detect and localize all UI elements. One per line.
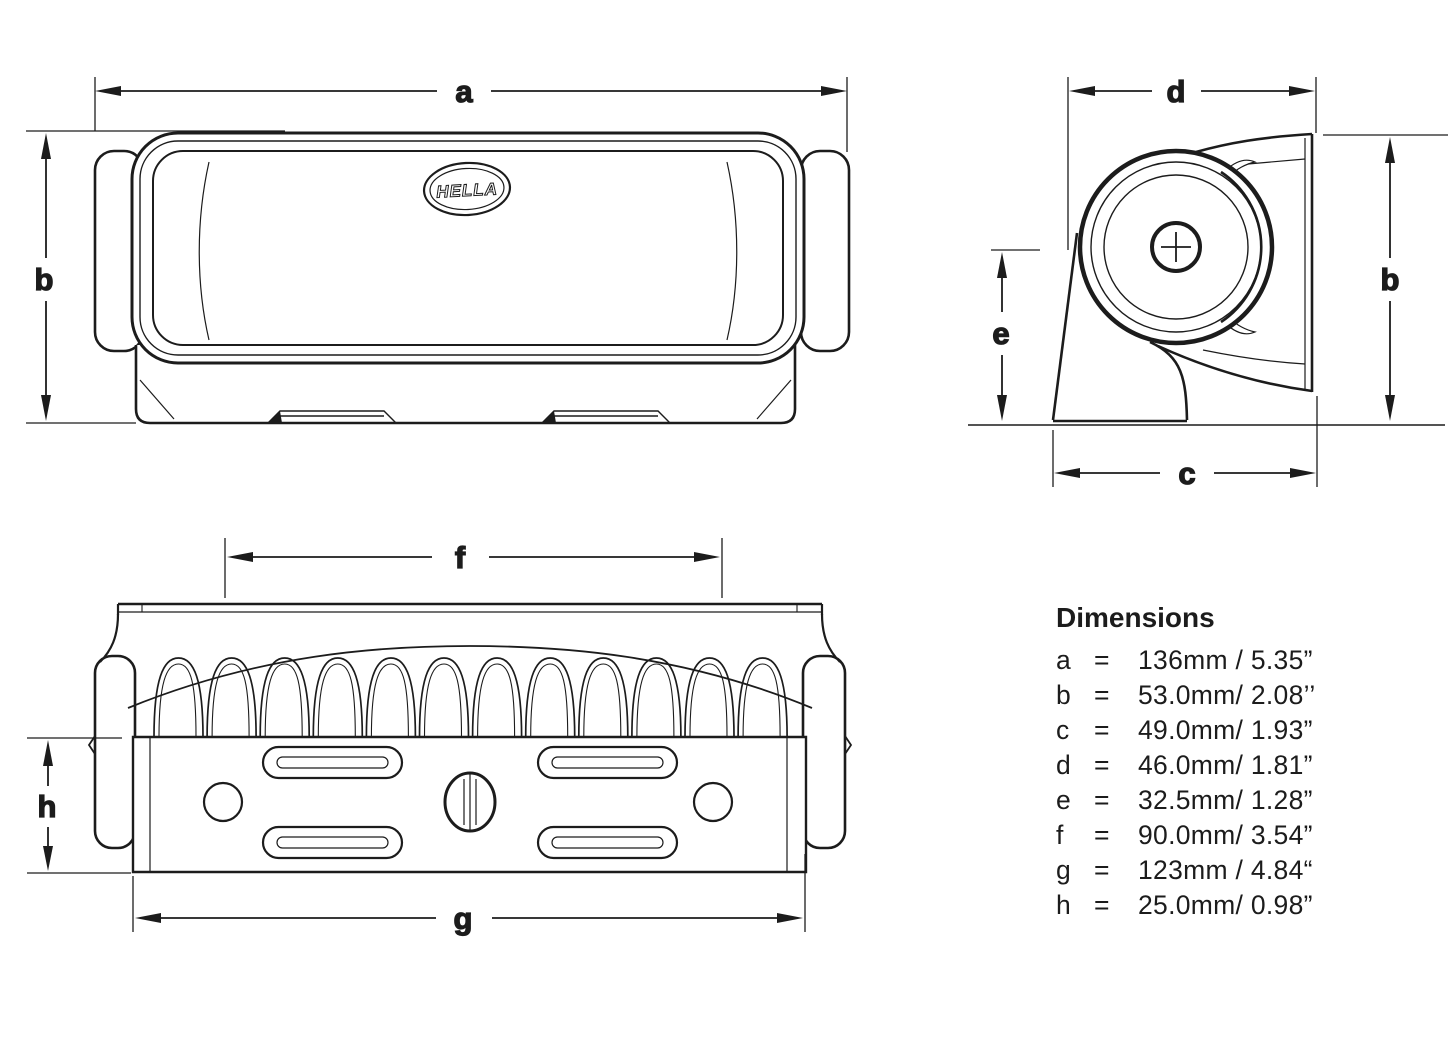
dim-label-c: c [1178,456,1195,491]
front-lens-edge [152,150,784,346]
front-lens-curve-right [726,161,738,341]
dimensions-table-title: Dimensions [1056,602,1215,633]
mounting-slot [261,825,404,860]
bottom-view: f h g [27,538,853,937]
dimension-d: d [1067,73,1317,250]
dim-label-h: h [38,789,57,824]
side-foot [1051,232,1189,423]
side-pivot-disc [1077,148,1275,346]
dim-label-b-front: b [35,262,54,297]
front-right-tab [799,149,851,353]
side-view: d b e c [968,73,1448,492]
dimension-b-front: b [26,130,285,424]
dimension-row-a: a = 136mm / 5.35” [1056,645,1313,675]
dimensions-table: Dimensions a = 136mm / 5.35” b = 53.0mm/… [1056,602,1316,923]
front-view: HELLA a b [26,73,851,425]
bottom-canopy [127,645,813,709]
dimension-row-c: c = 49.0mm/ 1.93” [1056,715,1313,745]
bottom-bracket-plate [131,735,808,874]
dimension-h: h [27,737,131,874]
dimension-row-g: g = 123mm / 4.84“ [1056,855,1313,885]
dimension-row-e: e = 32.5mm/ 1.28” [1056,785,1313,815]
mounting-slot [536,745,679,780]
dimension-f: f [224,538,723,598]
dim-label-e: e [992,316,1009,351]
dimension-b-side: b [1323,134,1448,421]
bottom-right-cap [801,654,847,850]
dimension-g: g [132,854,806,937]
bottom-left-cap [93,654,137,850]
dim-label-d: d [1167,74,1186,109]
center-screw-oval [443,771,497,833]
dimension-a: a [94,73,848,152]
bracket-hole-right [692,781,734,823]
side-housing [1157,132,1314,393]
hella-logo: HELLA [422,161,512,217]
dimension-row-f: f = 90.0mm/ 3.54” [1056,820,1313,850]
front-bezel-inner [139,140,797,356]
dim-label-a: a [455,74,473,109]
dimension-row-d: d = 46.0mm/ 1.81” [1056,750,1313,780]
front-bezel-outer [130,131,806,365]
dim-label-f: f [455,540,466,575]
dimension-e: e [991,249,1040,421]
bottom-housing-band [99,602,841,663]
pivot-cross-icon [1161,232,1191,262]
dimension-row-b: b = 53.0mm/ 2.08’’ [1056,680,1316,710]
bracket-hole-left [202,781,244,823]
dimension-row-h: h = 25.0mm/ 0.98” [1056,890,1313,920]
dimension-c: c [1052,396,1318,492]
front-lens-curve-left [198,161,210,341]
hella-logo-text: HELLA [436,179,499,201]
dim-label-b-side: b [1381,262,1400,297]
mounting-slot [536,825,679,860]
mounting-slot [261,745,404,780]
dim-label-g: g [454,901,473,936]
